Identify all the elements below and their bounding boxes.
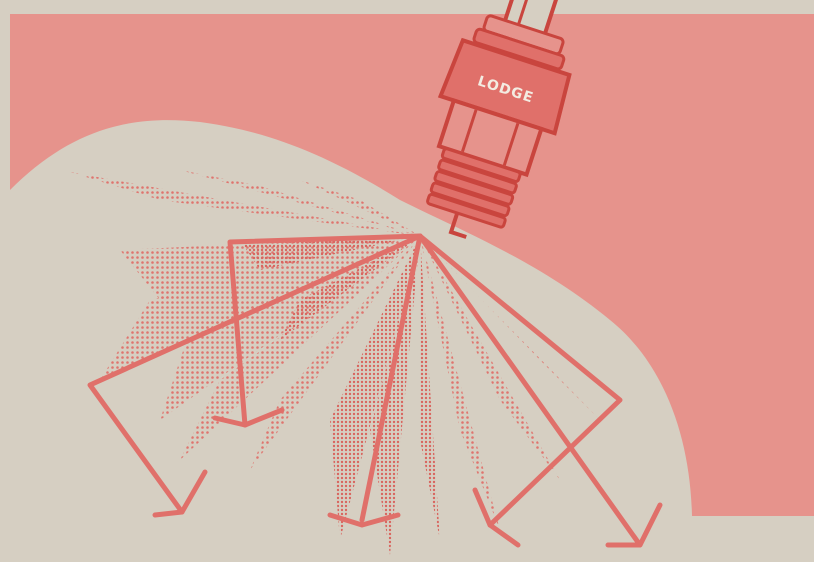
arrow-4-head — [472, 487, 521, 548]
spark-burst — [70, 170, 600, 555]
arrow-2-head — [152, 469, 208, 518]
arrow-3-head — [327, 512, 401, 528]
arrow-2 — [87, 233, 423, 515]
arrow-3 — [359, 233, 423, 523]
arrow-1 — [227, 233, 423, 428]
arrow-5 — [417, 233, 643, 548]
arrow-4 — [417, 233, 623, 528]
spark-arrows — [87, 233, 663, 548]
arrow-5-head — [605, 502, 663, 548]
spark-plug: LODGE — [426, 0, 572, 239]
arrow-1-head — [212, 407, 285, 428]
red-background-block — [10, 14, 814, 516]
